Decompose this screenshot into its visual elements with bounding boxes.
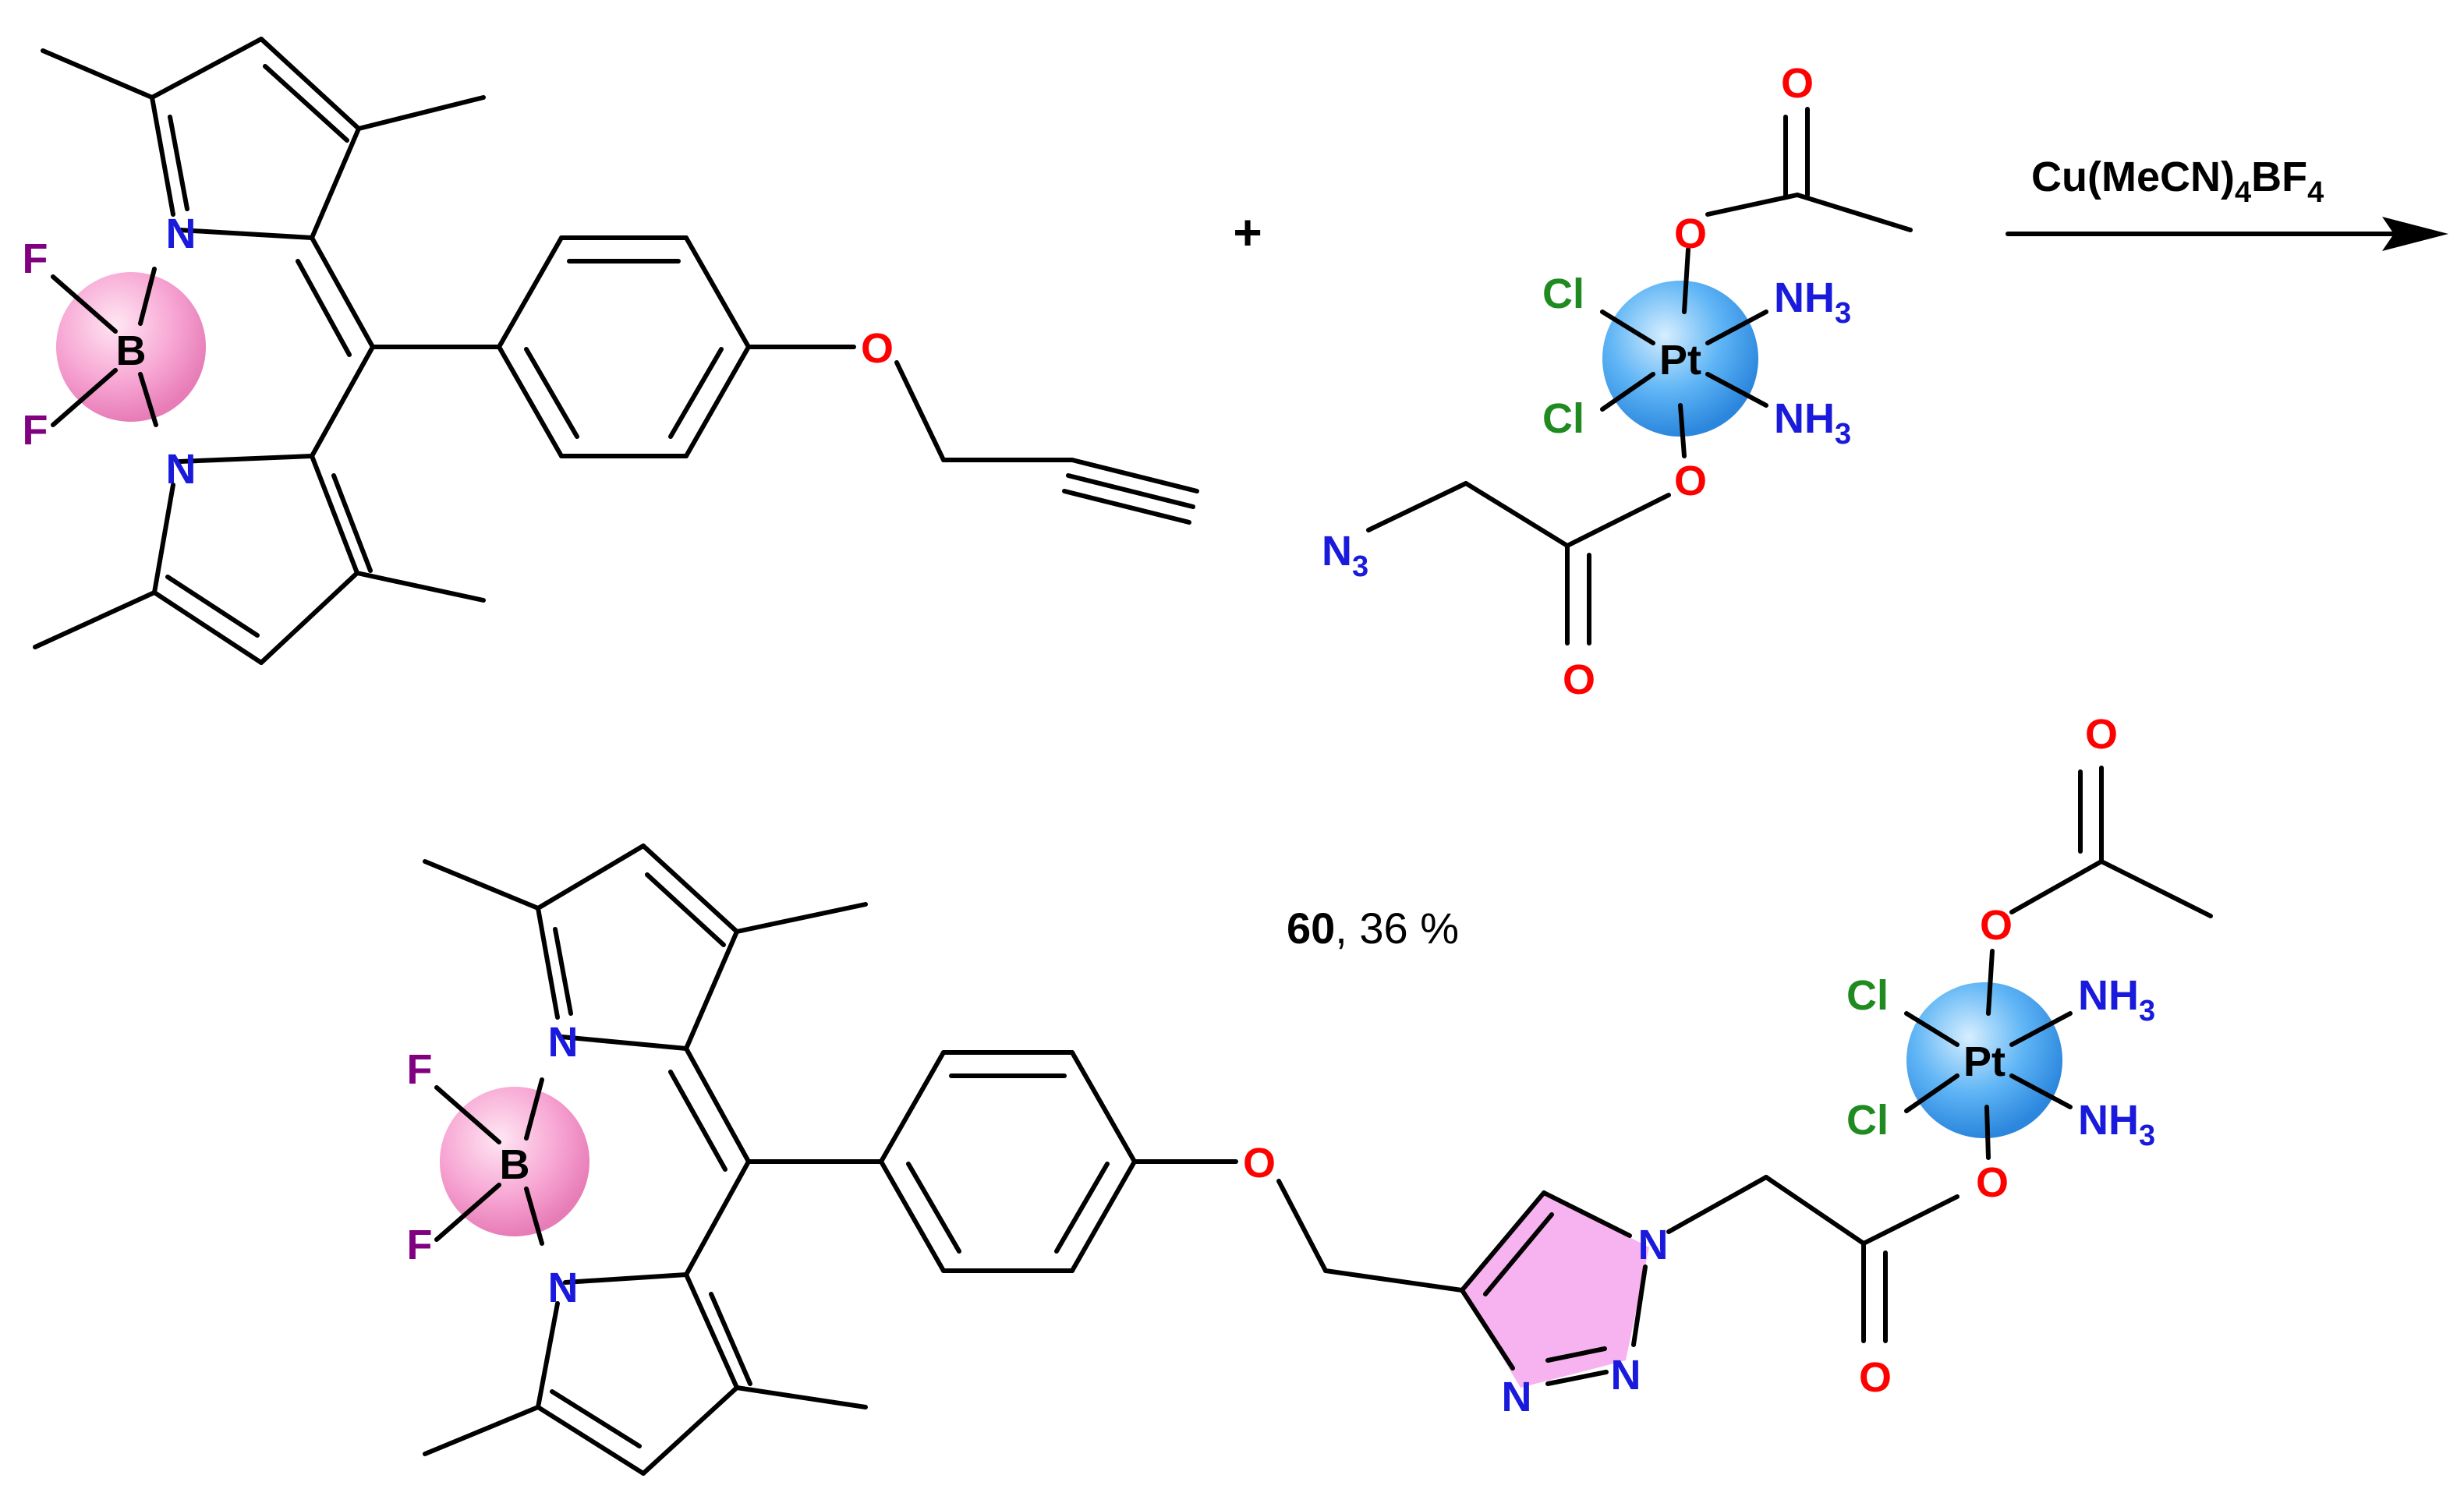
atom-label-N: N (548, 1019, 579, 1066)
product-yield: , 36 % (1335, 904, 1459, 953)
atom-label-O: O (1563, 656, 1595, 703)
atom-label-N: N (1502, 1374, 1532, 1420)
atom-label-B: B (500, 1141, 530, 1188)
atom-label-O: O (1980, 902, 2013, 949)
reaction-arrow: Cu(MeCN)4BF4 (2006, 154, 2448, 251)
atom-label-NH3: NH3 (2078, 1097, 2155, 1152)
atom-label-N: N (1638, 1222, 1669, 1268)
triazole-ring (1462, 1193, 1649, 1388)
reactant-platinum-azide: O O O O Pt Cl Cl NH3 NH3 N3 (1322, 60, 1913, 703)
arrow-head (2382, 217, 2448, 251)
reagent-label: Cu(MeCN)4BF4 (2031, 154, 2324, 209)
atom-label-O: O (1781, 60, 1814, 107)
atom-label-O: O (861, 325, 894, 372)
atom-label-F: F (407, 1222, 433, 1268)
atom-label-O: O (1976, 1159, 2009, 1206)
atom-label-Cl: Cl (1846, 972, 1889, 1019)
atom-label-N: N (166, 210, 196, 257)
atom-label-NH3: NH3 (1774, 395, 1851, 451)
atom-label-N: N (166, 446, 196, 493)
atom-label-Cl: Cl (1846, 1097, 1889, 1144)
plus-sign: + (1233, 204, 1262, 260)
atom-label-O: O (2085, 711, 2118, 758)
product-number: 60 (1287, 904, 1335, 953)
atom-label-NH3: NH3 (1774, 274, 1851, 330)
atom-label-N: N (1611, 1352, 1641, 1399)
platinum-sphere (1602, 281, 1758, 437)
reactant-bodipy-alkyne: N N B F F O (23, 37, 1199, 665)
atom-label-N: N (548, 1264, 579, 1311)
atom-label-N3: N3 (1322, 528, 1368, 583)
atom-label-NH3: NH3 (2078, 972, 2155, 1027)
atom-label-O: O (1674, 210, 1707, 257)
product-conjugate: N N B F F O N N N O O O O Pt Cl Cl NH3 N… (407, 711, 2213, 1476)
atom-label-B: B (116, 327, 147, 374)
atom-label-Cl: Cl (1542, 271, 1584, 317)
atom-label-Cl: Cl (1542, 395, 1584, 442)
atom-label-Pt: Pt (1659, 337, 1701, 384)
atom-label-F: F (407, 1046, 433, 1093)
platinum-sphere (1906, 982, 2062, 1138)
atom-label-F: F (23, 235, 48, 282)
product-caption: 60, 36 % (1287, 904, 1459, 953)
atom-label-F: F (23, 407, 48, 454)
atom-label-O: O (1674, 458, 1707, 504)
atom-label-O: O (1859, 1354, 1892, 1401)
atom-label-O: O (1243, 1140, 1276, 1187)
atom-label-Pt: Pt (1963, 1038, 2006, 1085)
